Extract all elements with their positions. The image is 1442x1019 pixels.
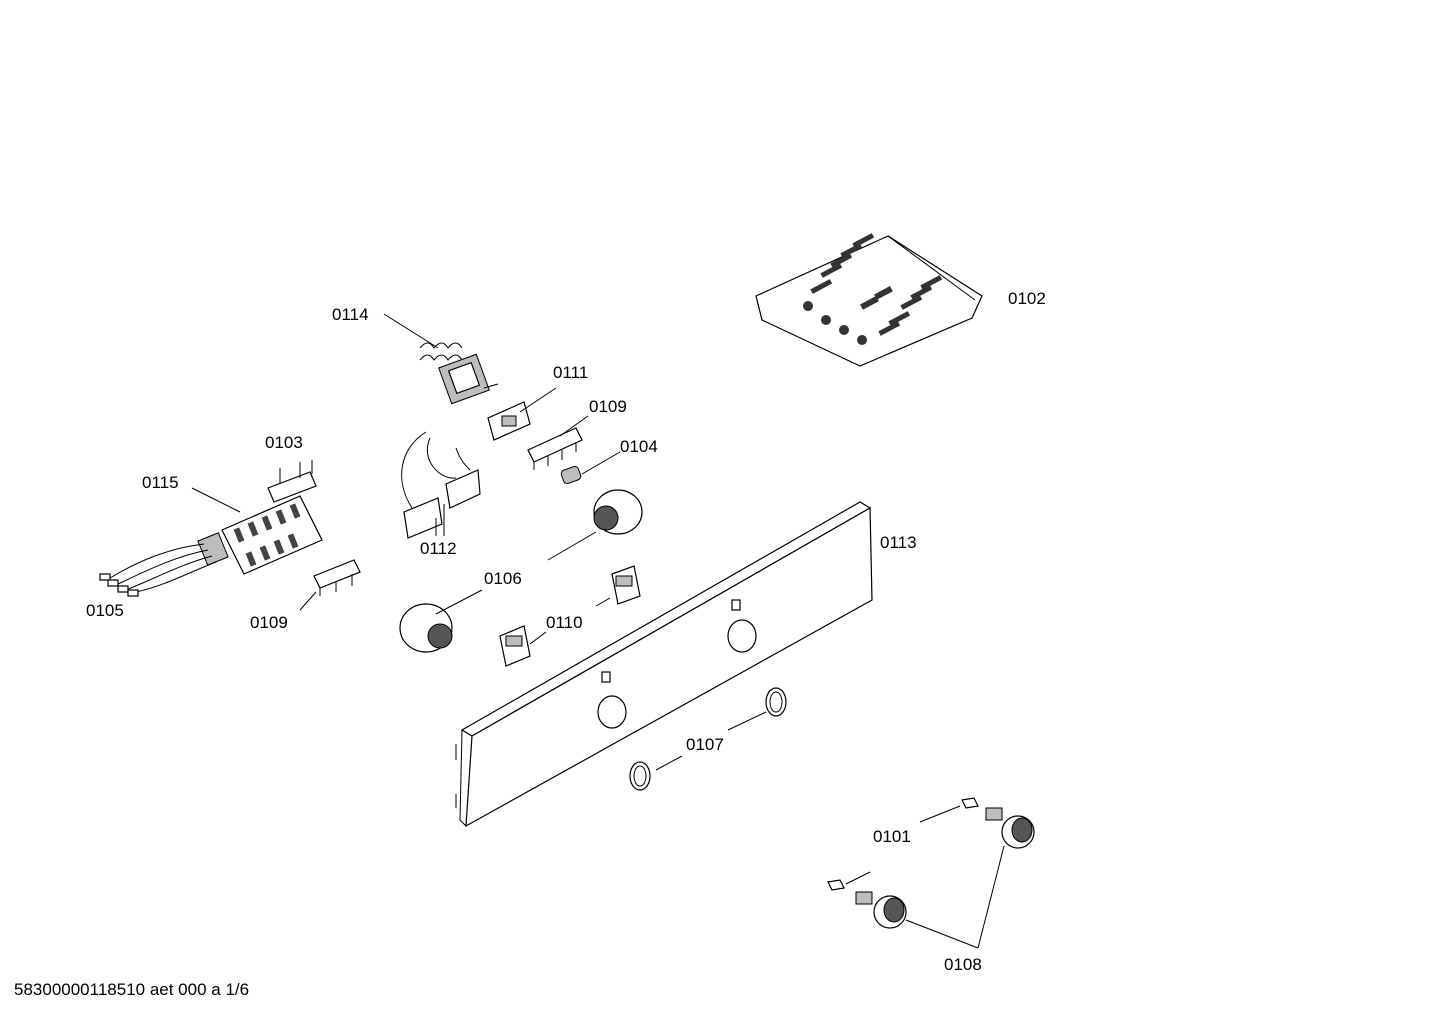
label-0111: 0111	[553, 363, 588, 382]
leader-0108	[905, 845, 1005, 949]
thermostat-part	[383, 313, 499, 405]
screw-bag-part	[755, 233, 983, 367]
screws-group	[803, 233, 943, 345]
wire-harness-part	[99, 543, 217, 597]
knob-housing-part-upper	[547, 489, 643, 561]
switch-part-0112	[401, 431, 481, 539]
label-0109-lower: 0109	[250, 613, 288, 632]
knob-part-0108-lower	[827, 871, 907, 929]
label-0103: 0103	[265, 433, 303, 452]
label-0109-upper: 0109	[589, 397, 627, 416]
lamp-holder-part-0104	[560, 451, 621, 485]
clip-part-0109-upper	[527, 415, 589, 470]
label-0112: 0112	[420, 539, 457, 558]
clip-part-0109-lower	[299, 559, 361, 611]
label-0105: 0105	[86, 601, 124, 620]
document-footer-code: 58300000118510 aet 000 a 1/6	[14, 980, 250, 999]
label-0101: 0101	[873, 827, 911, 846]
ring-part-0107	[629, 687, 787, 791]
label-0104: 0104	[620, 437, 658, 456]
label-0108: 0108	[944, 955, 982, 974]
control-panel-part	[455, 501, 873, 828]
knob-part-0108-upper	[919, 797, 1035, 849]
label-0115: 0115	[142, 473, 179, 492]
label-0106: 0106	[484, 569, 522, 588]
knob-housing-part-0106	[399, 589, 483, 653]
terminal-block-part	[191, 487, 323, 575]
microswitch-part-0110-lower	[499, 597, 611, 667]
clip-part-0103	[267, 460, 317, 503]
microswitch-part-0110-upper	[611, 565, 641, 605]
label-0102: 0102	[1008, 289, 1046, 308]
label-0113: 0113	[880, 533, 917, 552]
label-0107: 0107	[686, 735, 724, 754]
bracket-part-0111	[487, 387, 557, 441]
label-0114: 0114	[332, 305, 369, 324]
label-0110: 0110	[546, 613, 583, 632]
